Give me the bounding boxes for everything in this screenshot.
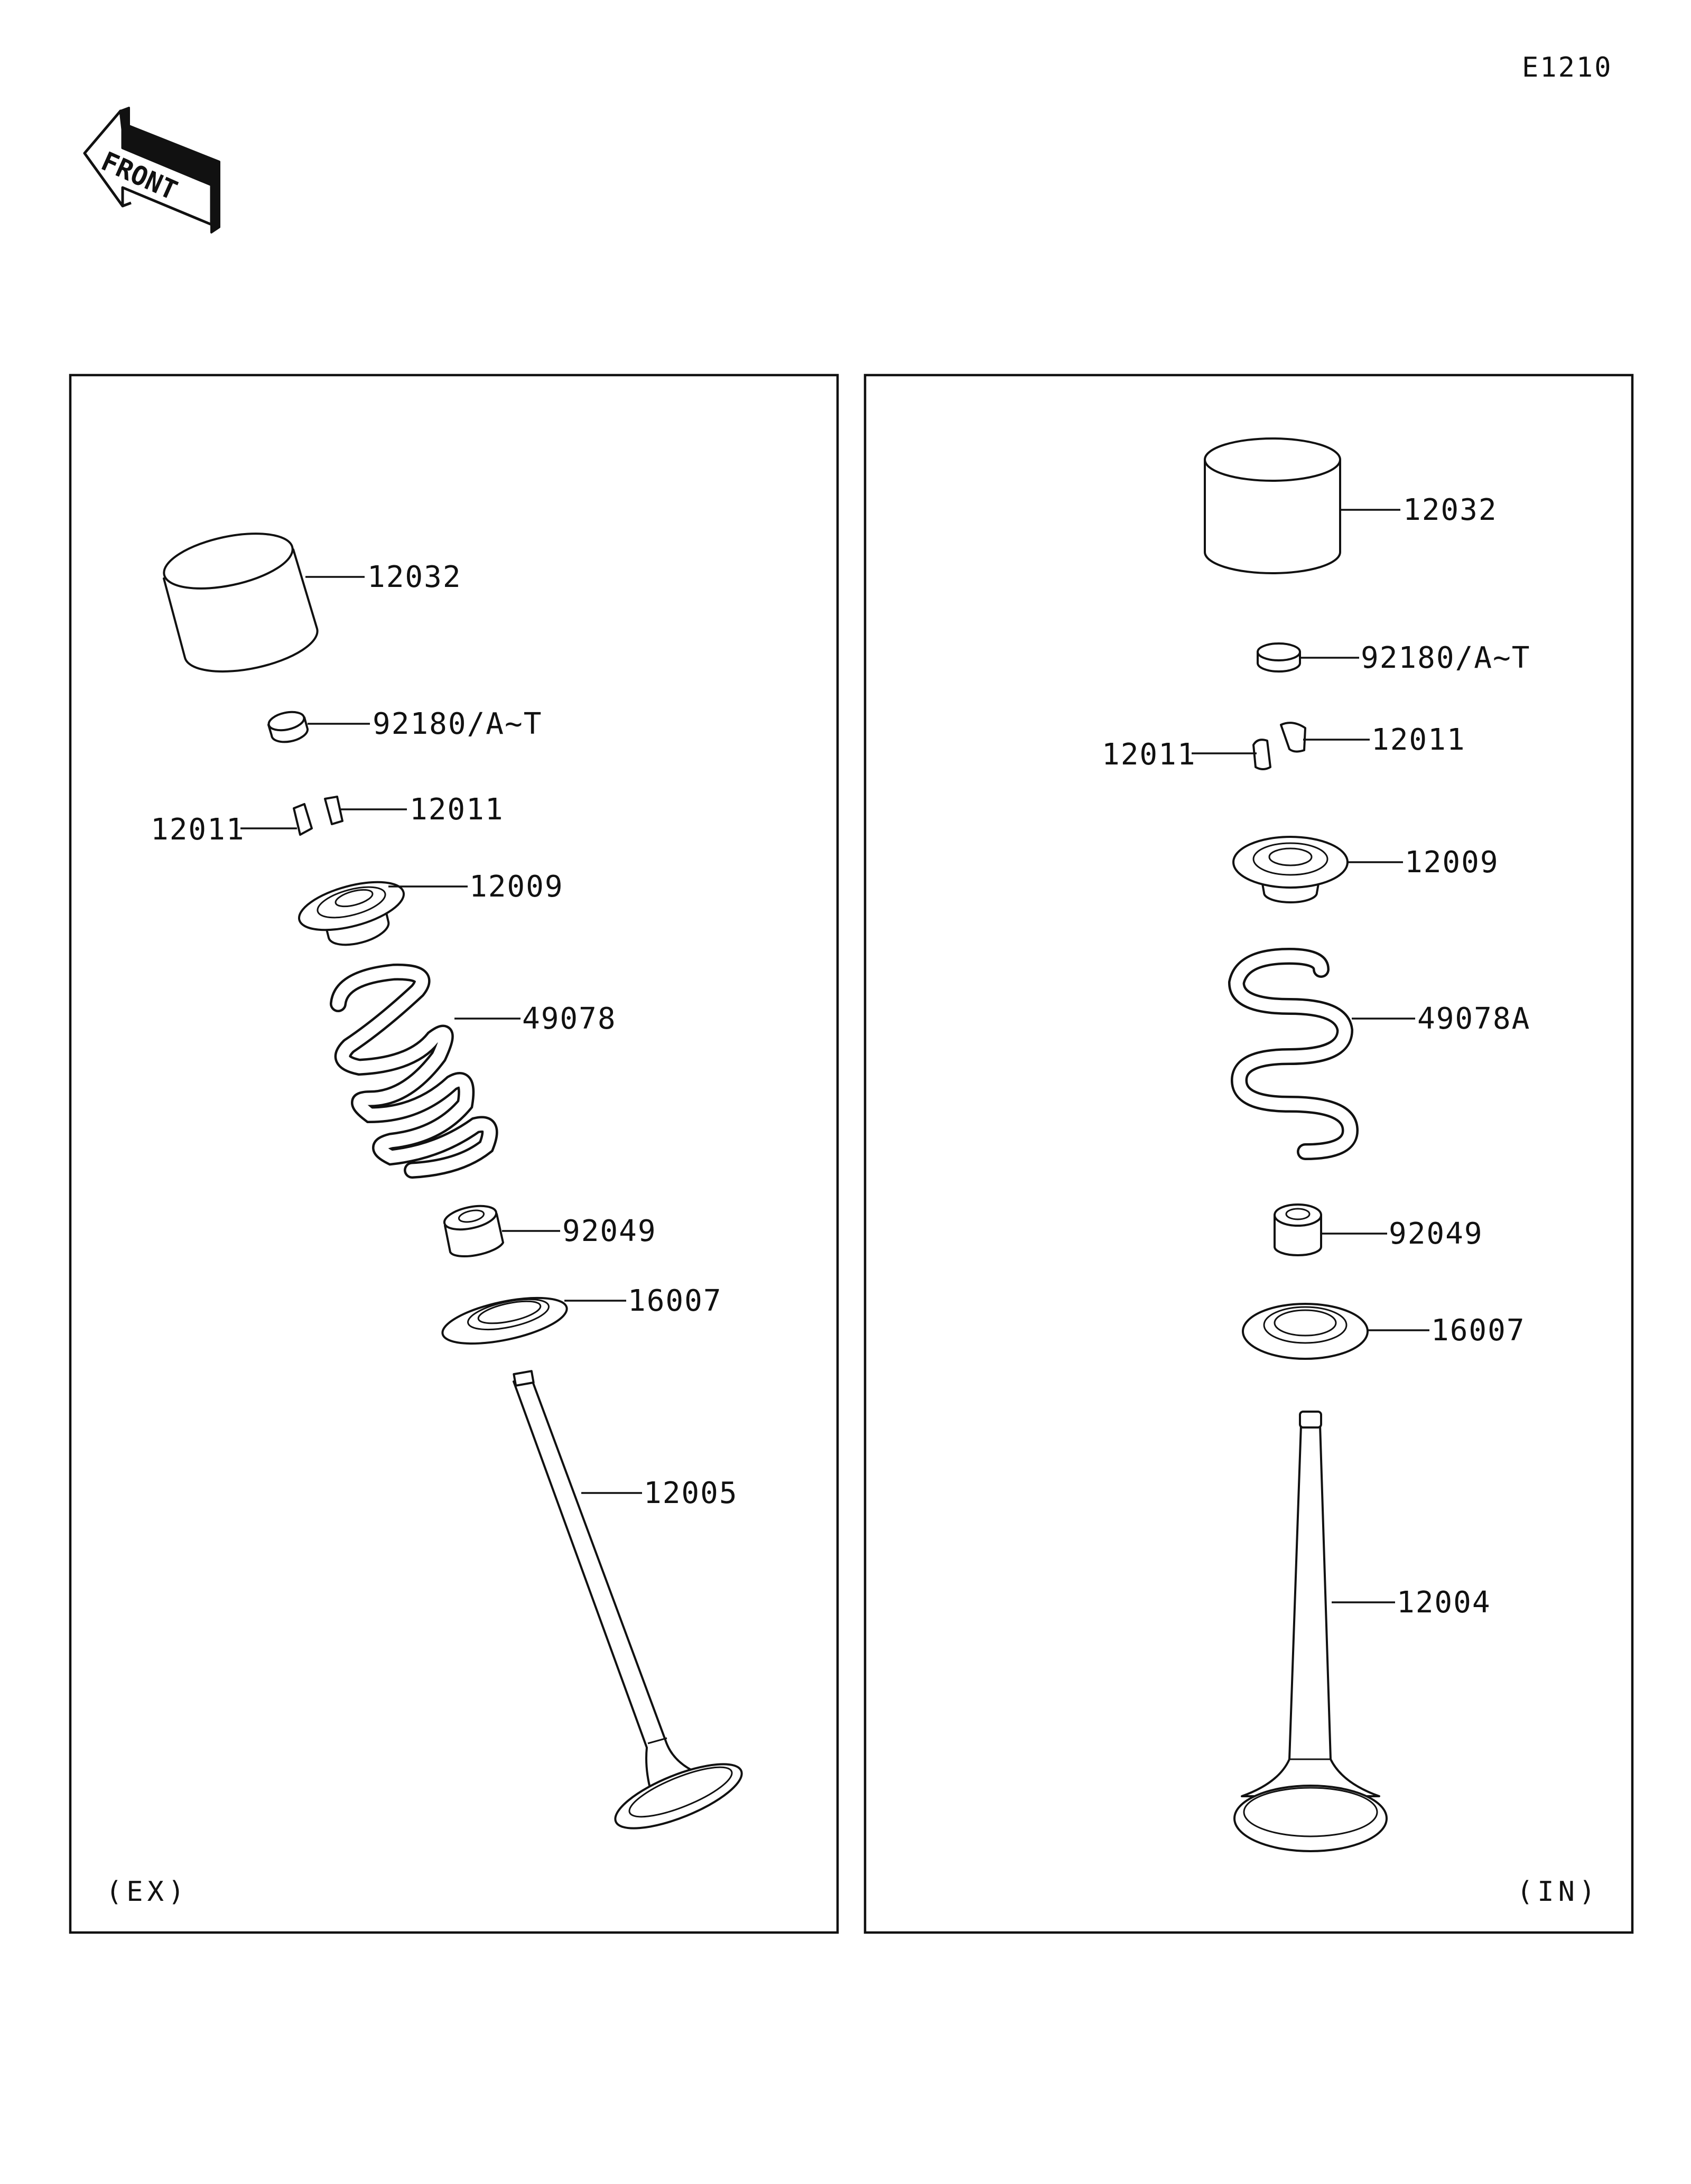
intake-cotter-left-label: 12011 <box>1102 738 1196 772</box>
intake-cotters <box>1252 722 1306 770</box>
intake-panel-frame <box>863 374 1634 1934</box>
exhaust-tag: (EX) <box>106 1876 189 1908</box>
intake-spring-seat <box>1242 1303 1369 1360</box>
exhaust-cotters <box>293 796 343 836</box>
intake-cotter-right-label: 12011 <box>1371 723 1466 757</box>
exhaust-spring-seat-label: 16007 <box>628 1284 722 1318</box>
intake-shim-label: 92180/A~T <box>1361 641 1530 675</box>
diagram-code: E1210 <box>1522 52 1613 83</box>
exhaust-spring-label: 49078 <box>522 1002 617 1036</box>
exhaust-spring <box>330 963 498 1179</box>
exhaust-stem-seal-label: 92049 <box>562 1214 657 1248</box>
intake-spring-label: 49078A <box>1417 1002 1530 1036</box>
exhaust-spring-seat <box>441 1296 568 1345</box>
exhaust-valve <box>513 1370 743 1830</box>
intake-tag: (IN) <box>1517 1876 1600 1908</box>
intake-spring <box>1228 947 1359 1160</box>
intake-valve <box>1233 1411 1388 1852</box>
front-arrow-icon: FRONT <box>83 107 220 234</box>
exhaust-panel: (EX) 12032 92180/A~T 12011 12011 <box>69 374 839 1934</box>
exhaust-cotter-right-label: 12011 <box>410 792 504 827</box>
intake-shim <box>1257 642 1301 673</box>
intake-spring-seat-label: 16007 <box>1431 1313 1526 1348</box>
exhaust-stem-seal <box>443 1205 504 1258</box>
exhaust-retainer <box>298 881 405 946</box>
intake-tappet-label: 12032 <box>1403 493 1498 527</box>
intake-retainer-label: 12009 <box>1405 845 1499 880</box>
exhaust-retainer-label: 12009 <box>469 870 564 904</box>
intake-valve-label: 12004 <box>1397 1585 1491 1620</box>
exhaust-valve-label: 12005 <box>644 1476 738 1510</box>
exhaust-shim <box>267 711 309 743</box>
intake-tappet <box>1204 437 1341 574</box>
intake-retainer <box>1232 836 1349 903</box>
exhaust-shim-label: 92180/A~T <box>373 707 542 741</box>
exhaust-panel-frame <box>69 374 839 1934</box>
intake-stem-seal-label: 92049 <box>1389 1217 1483 1251</box>
intake-stem-seal <box>1274 1203 1322 1256</box>
exhaust-tappet <box>163 533 319 673</box>
exhaust-tappet-label: 12032 <box>367 560 462 594</box>
exhaust-cotter-left-label: 12011 <box>151 813 245 847</box>
intake-panel: (IN) 12032 92180/A~T 12011 12011 <box>863 374 1634 1934</box>
